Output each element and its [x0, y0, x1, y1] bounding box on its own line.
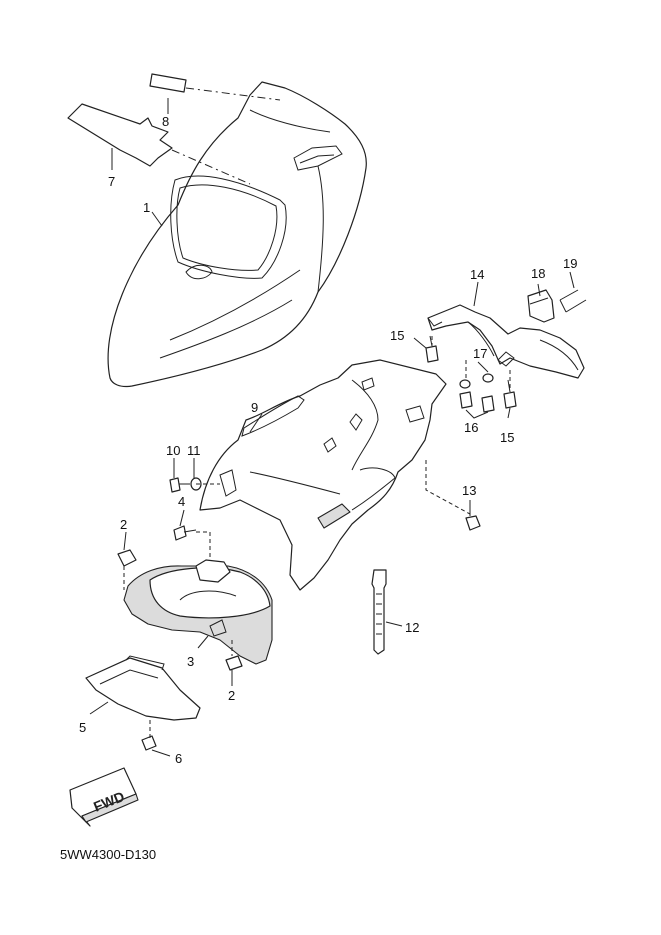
- callout-9: 9: [251, 400, 258, 415]
- callout-8: 8: [162, 114, 169, 129]
- callout-6: 6: [175, 751, 182, 766]
- bolt-10: [169, 477, 190, 493]
- callouts: 1 2 2 3 4 5 6 7 8 9 10 11 12 13 14 15 15…: [79, 114, 577, 766]
- callout-15-left: 15: [390, 328, 404, 343]
- nut-13: [465, 515, 481, 531]
- reference-lines: [123, 87, 511, 738]
- washer-17: [482, 373, 494, 383]
- leader-lines: [89, 98, 575, 757]
- diagram-code: 5WW4300-D130: [60, 847, 157, 862]
- callout-12: 12: [405, 620, 419, 635]
- label-8-part: [149, 73, 187, 93]
- callout-2-upper: 2: [120, 517, 127, 532]
- screw-4: [173, 525, 197, 541]
- label-7-part: [67, 103, 173, 167]
- front-cover-part: [107, 81, 367, 388]
- callout-7: 7: [108, 174, 115, 189]
- cable-tie-part: [371, 569, 387, 655]
- callout-1: 1: [143, 200, 150, 215]
- fastener-2-upper: [117, 549, 137, 567]
- rear-bracket-part: [427, 304, 585, 379]
- callout-13: 13: [462, 483, 476, 498]
- callout-14: 14: [470, 267, 484, 282]
- callout-16: 16: [464, 420, 478, 435]
- clip-18-part: [527, 289, 555, 323]
- callout-3: 3: [187, 654, 194, 669]
- bolt-15-left: [425, 335, 439, 363]
- callout-5: 5: [79, 720, 86, 735]
- bolt-15-right: [503, 379, 517, 409]
- callout-11: 11: [187, 443, 201, 458]
- fwd-arrow-icon: FWD: [69, 767, 139, 827]
- screw-6: [141, 735, 157, 751]
- fastener-2-lower: [225, 655, 243, 671]
- callout-19: 19: [563, 256, 577, 271]
- wire-pins-part: [559, 289, 587, 313]
- inner-panel-part: [199, 359, 447, 591]
- callout-4: 4: [178, 494, 185, 509]
- bottom-plate-part: [85, 655, 201, 721]
- callout-18: 18: [531, 266, 545, 281]
- bolt-16: [459, 379, 495, 413]
- callout-17: 17: [473, 346, 487, 361]
- lower-cover-part: [123, 559, 273, 665]
- callout-2-lower: 2: [228, 688, 235, 703]
- callout-10: 10: [166, 443, 180, 458]
- callout-15-right: 15: [500, 430, 514, 445]
